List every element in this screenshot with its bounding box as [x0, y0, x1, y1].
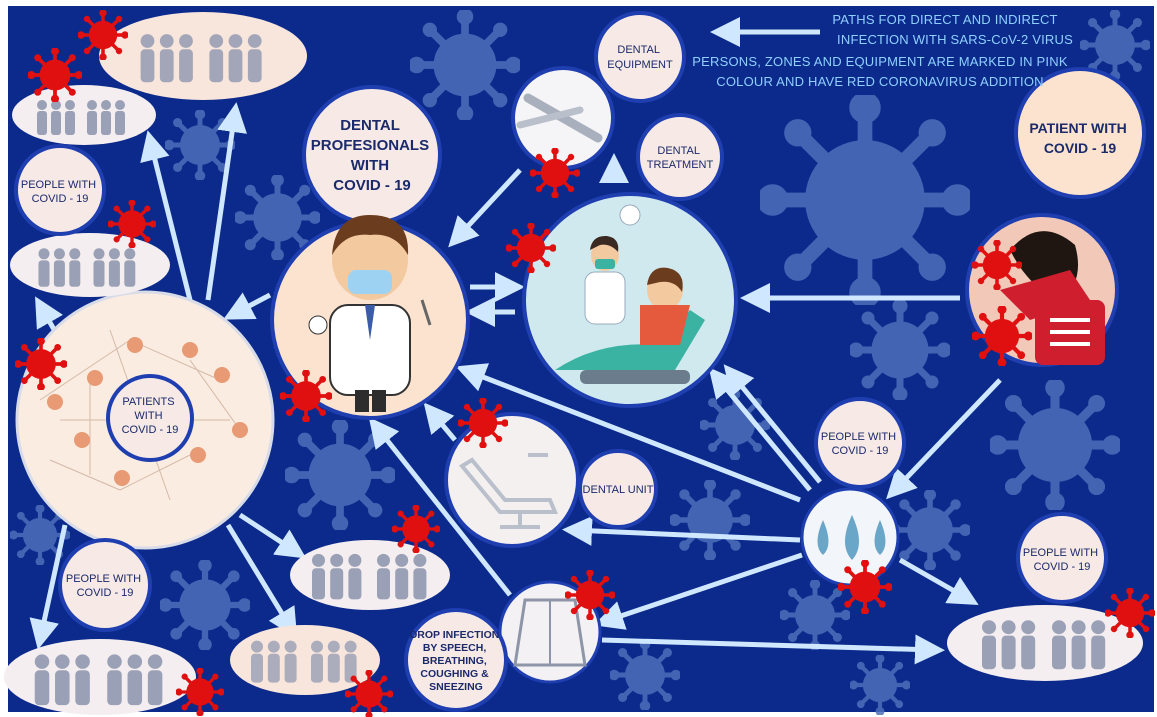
patient-with-covid-line-1: PATIENT WITH: [1029, 120, 1126, 136]
people-with-covid-right-line-2: COVID - 19: [1034, 561, 1091, 573]
dental-unit-illustration: [444, 412, 580, 548]
svg-text:DENTAL EQUIPMENT: DENTAL EQUIPMENT: [607, 44, 673, 71]
dental-unit-node: DENTAL UNIT: [578, 449, 658, 529]
drop-infection-line-1: DROP INFECTION: [410, 629, 500, 641]
dentist-illustration: [270, 215, 470, 420]
dental-treatment-scene: [522, 192, 738, 408]
people-with-covid-left-line-1: PEOPLE WITH: [21, 179, 96, 191]
dental-treatment-line-2: TREATMENT: [647, 159, 714, 171]
dental-professionals-line-3: WITH: [351, 157, 389, 174]
patients-with-covid-line-1: PATIENTS: [122, 396, 174, 408]
svg-text:PATIENTS WITH COVI: PATIENTS WITH COVID - 19: [122, 396, 179, 436]
legend: PATHS FOR DIRECT AND INDIRECT INFECTION …: [692, 12, 1073, 89]
gown-illustration: [498, 580, 602, 684]
drop-infection-line-4: COUGHING &: [420, 668, 489, 680]
dental-unit-label: DENTAL UNIT: [583, 484, 654, 496]
droplets-illustration: [800, 487, 900, 587]
svg-text:PEOPLE WITH COVID - 19: PEOPLE WITH COVID - 19: [21, 179, 99, 205]
legend-line-4: COLOUR AND HAVE RED CORONAVIRUS ADDITION: [716, 74, 1044, 89]
svg-text:PEOPLE WITH COVID - 19: PEOPLE WITH COVID - 19: [66, 573, 144, 599]
dental-instruments-illustration: [511, 66, 615, 170]
legend-line-3: PERSONS, ZONES AND EQUIPMENT ARE MARKED …: [692, 54, 1068, 69]
patient-with-covid-line-2: COVID - 19: [1044, 140, 1117, 156]
svg-text:PATIENT WITH COVID - 19: PATIENT WITH COVID - 19: [1029, 120, 1130, 156]
people-group-center: [290, 540, 450, 610]
svg-text:PEOPLE WITH COVID - 19: PEOPLE WITH COVID - 19: [1023, 547, 1101, 573]
legend-line-1: PATHS FOR DIRECT AND INDIRECT: [832, 12, 1057, 27]
dental-professionals-node: DENTAL PROFESIONALS WITH COVID - 19: [302, 85, 442, 225]
drop-infection-line-2: BY SPEECH,: [423, 642, 486, 654]
svg-text:DENTAL TREATMENT: DENTAL TREATMENT: [647, 145, 714, 171]
people-group-left-1: [12, 85, 156, 145]
people-with-covid-drops-node: PEOPLE WITH COVID - 19: [814, 397, 906, 489]
people-with-covid-bottom-left-line-2: COVID - 19: [77, 587, 134, 599]
people-with-covid-bottom-left-node: PEOPLE WITH COVID - 19: [58, 538, 152, 632]
patient-with-covid-node: PATIENT WITH COVID - 19: [1014, 67, 1146, 199]
dental-equipment-node: DENTAL EQUIPMENT: [594, 11, 686, 103]
infection-path-arrows: [29, 17, 1002, 665]
legend-line-2: INFECTION WITH SARS-CoV-2 VIRUS: [837, 32, 1073, 47]
drop-infection-node: DROP INFECTION BY SPEECH, BREATHING, COU…: [404, 608, 508, 712]
people-with-covid-right-line-1: PEOPLE WITH: [1023, 547, 1098, 559]
people-with-covid-left-node: PEOPLE WITH COVID - 19: [14, 144, 106, 236]
people-group-left-2: [10, 233, 170, 297]
dental-treatment-line-1: DENTAL: [657, 145, 699, 157]
drop-infection-line-3: BREATHING,: [422, 655, 487, 667]
people-with-covid-drops-line-1: PEOPLE WITH: [821, 431, 896, 443]
dental-professionals-line-2: PROFESIONALS: [311, 137, 429, 154]
drop-infection-line-5: SNEEZING: [429, 681, 483, 693]
people-group-top-pink: [99, 12, 307, 100]
people-group-bottom-center: [230, 625, 380, 695]
people-with-covid-right-node: PEOPLE WITH COVID - 19: [1016, 512, 1108, 604]
dental-equipment-line-1: DENTAL: [617, 44, 659, 56]
people-with-covid-bottom-left-line-1: PEOPLE WITH: [66, 573, 141, 585]
dental-professionals-line-1: DENTAL: [340, 117, 400, 134]
patients-with-covid-line-3: COVID - 19: [122, 424, 179, 436]
patients-with-covid-node: PATIENTS WITH COVID - 19: [106, 374, 194, 462]
people-with-covid-drops-line-2: COVID - 19: [832, 445, 889, 457]
people-with-covid-left-line-2: COVID - 19: [32, 193, 89, 205]
svg-text:DENTAL PROFESIONALS: DENTAL PROFESIONALS WITH COVID - 19: [311, 117, 434, 194]
patients-with-covid-line-2: WITH: [134, 410, 162, 422]
dental-treatment-node: DENTAL TREATMENT: [636, 113, 724, 201]
people-group-right: [947, 605, 1143, 681]
dental-equipment-line-2: EQUIPMENT: [607, 59, 673, 71]
dental-professionals-line-4: COVID - 19: [333, 177, 411, 194]
people-group-bottom-left: [4, 639, 196, 715]
svg-text:PEOPLE WITH COVID - 19: PEOPLE WITH COVID - 19: [821, 431, 899, 457]
svg-text:DROP INFECTION BY SPEECH: DROP INFECTION BY SPEECH, BREATHING, COU…: [410, 629, 503, 693]
